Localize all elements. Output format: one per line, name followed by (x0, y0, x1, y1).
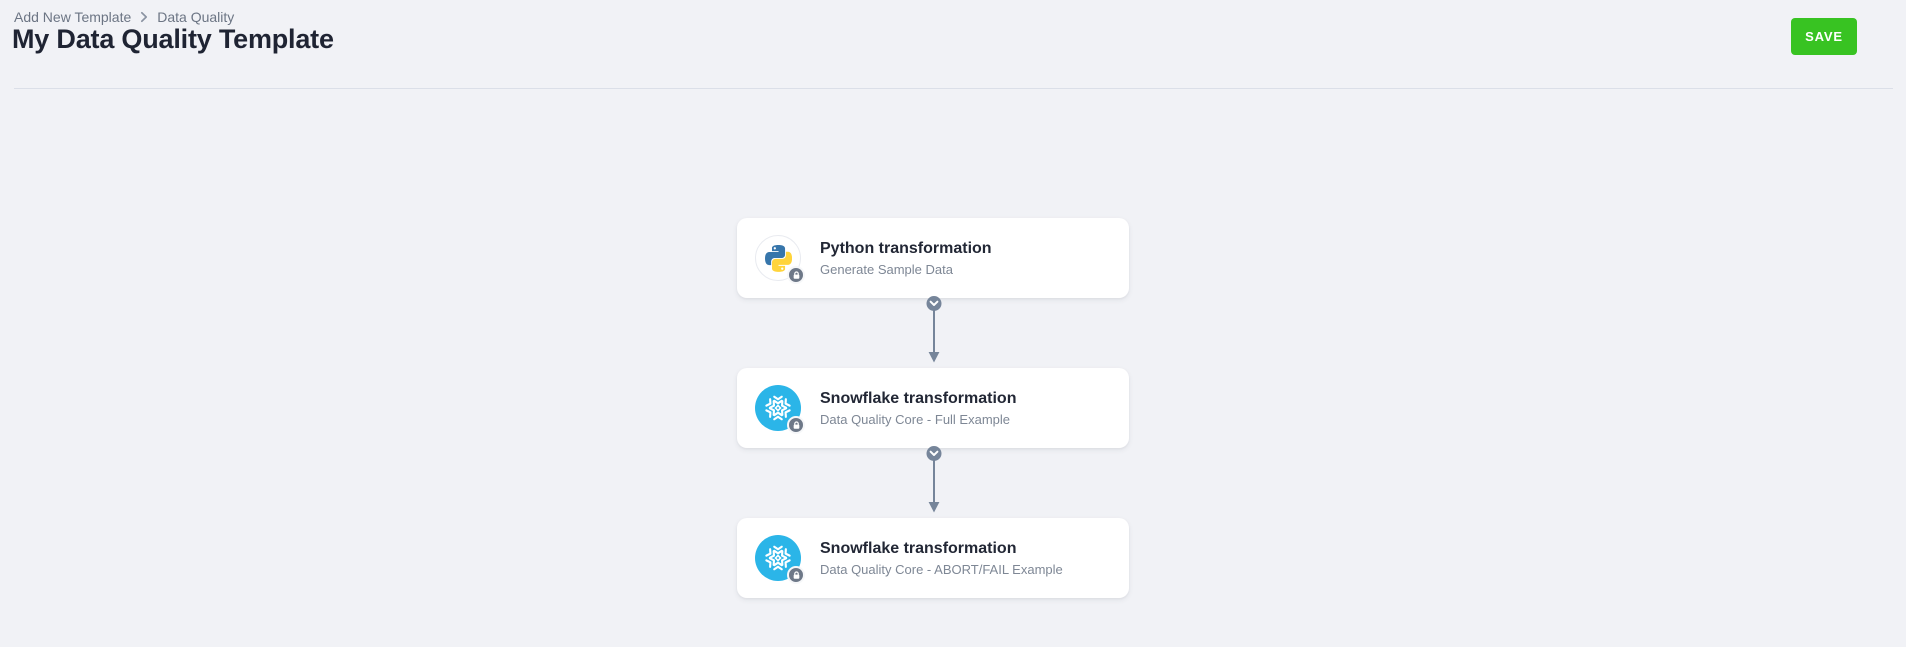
header-divider (14, 88, 1893, 89)
node-title: Snowflake transformation (820, 389, 1017, 407)
lock-badge-icon (787, 416, 805, 434)
chevron-down-icon (929, 450, 939, 456)
flow-node-snowflake-transformation-abort-fail[interactable]: Snowflake transformation Data Quality Co… (737, 518, 1129, 598)
flow-node-python-transformation[interactable]: Python transformation Generate Sample Da… (737, 218, 1129, 298)
node-title: Snowflake transformation (820, 539, 1017, 557)
node-subtitle: Data Quality Core - Full Example (820, 411, 1011, 427)
lock-badge-icon (787, 266, 805, 284)
save-button[interactable]: SAVE (1791, 18, 1857, 55)
page-title: My Data Quality Template (12, 24, 334, 54)
flow-connector (926, 446, 942, 513)
chevron-right-icon (140, 11, 148, 23)
breadcrumb-add-new-template[interactable]: Add New Template (14, 9, 132, 25)
chevron-down-icon (929, 300, 939, 306)
breadcrumb-data-quality[interactable]: Data Quality (157, 9, 235, 25)
node-subtitle: Generate Sample Data (820, 261, 953, 277)
node-title: Python transformation (820, 239, 992, 257)
python-icon (755, 235, 801, 281)
node-subtitle: Data Quality Core - ABORT/FAIL Example (820, 561, 1063, 577)
lock-badge-icon (787, 566, 805, 584)
flow-node-snowflake-transformation-full[interactable]: Snowflake transformation Data Quality Co… (737, 368, 1129, 448)
breadcrumb: Add New Template Data Quality (14, 9, 234, 25)
arrow-down-icon (928, 502, 940, 513)
flow-connector (926, 296, 942, 363)
arrow-down-icon (928, 352, 940, 363)
